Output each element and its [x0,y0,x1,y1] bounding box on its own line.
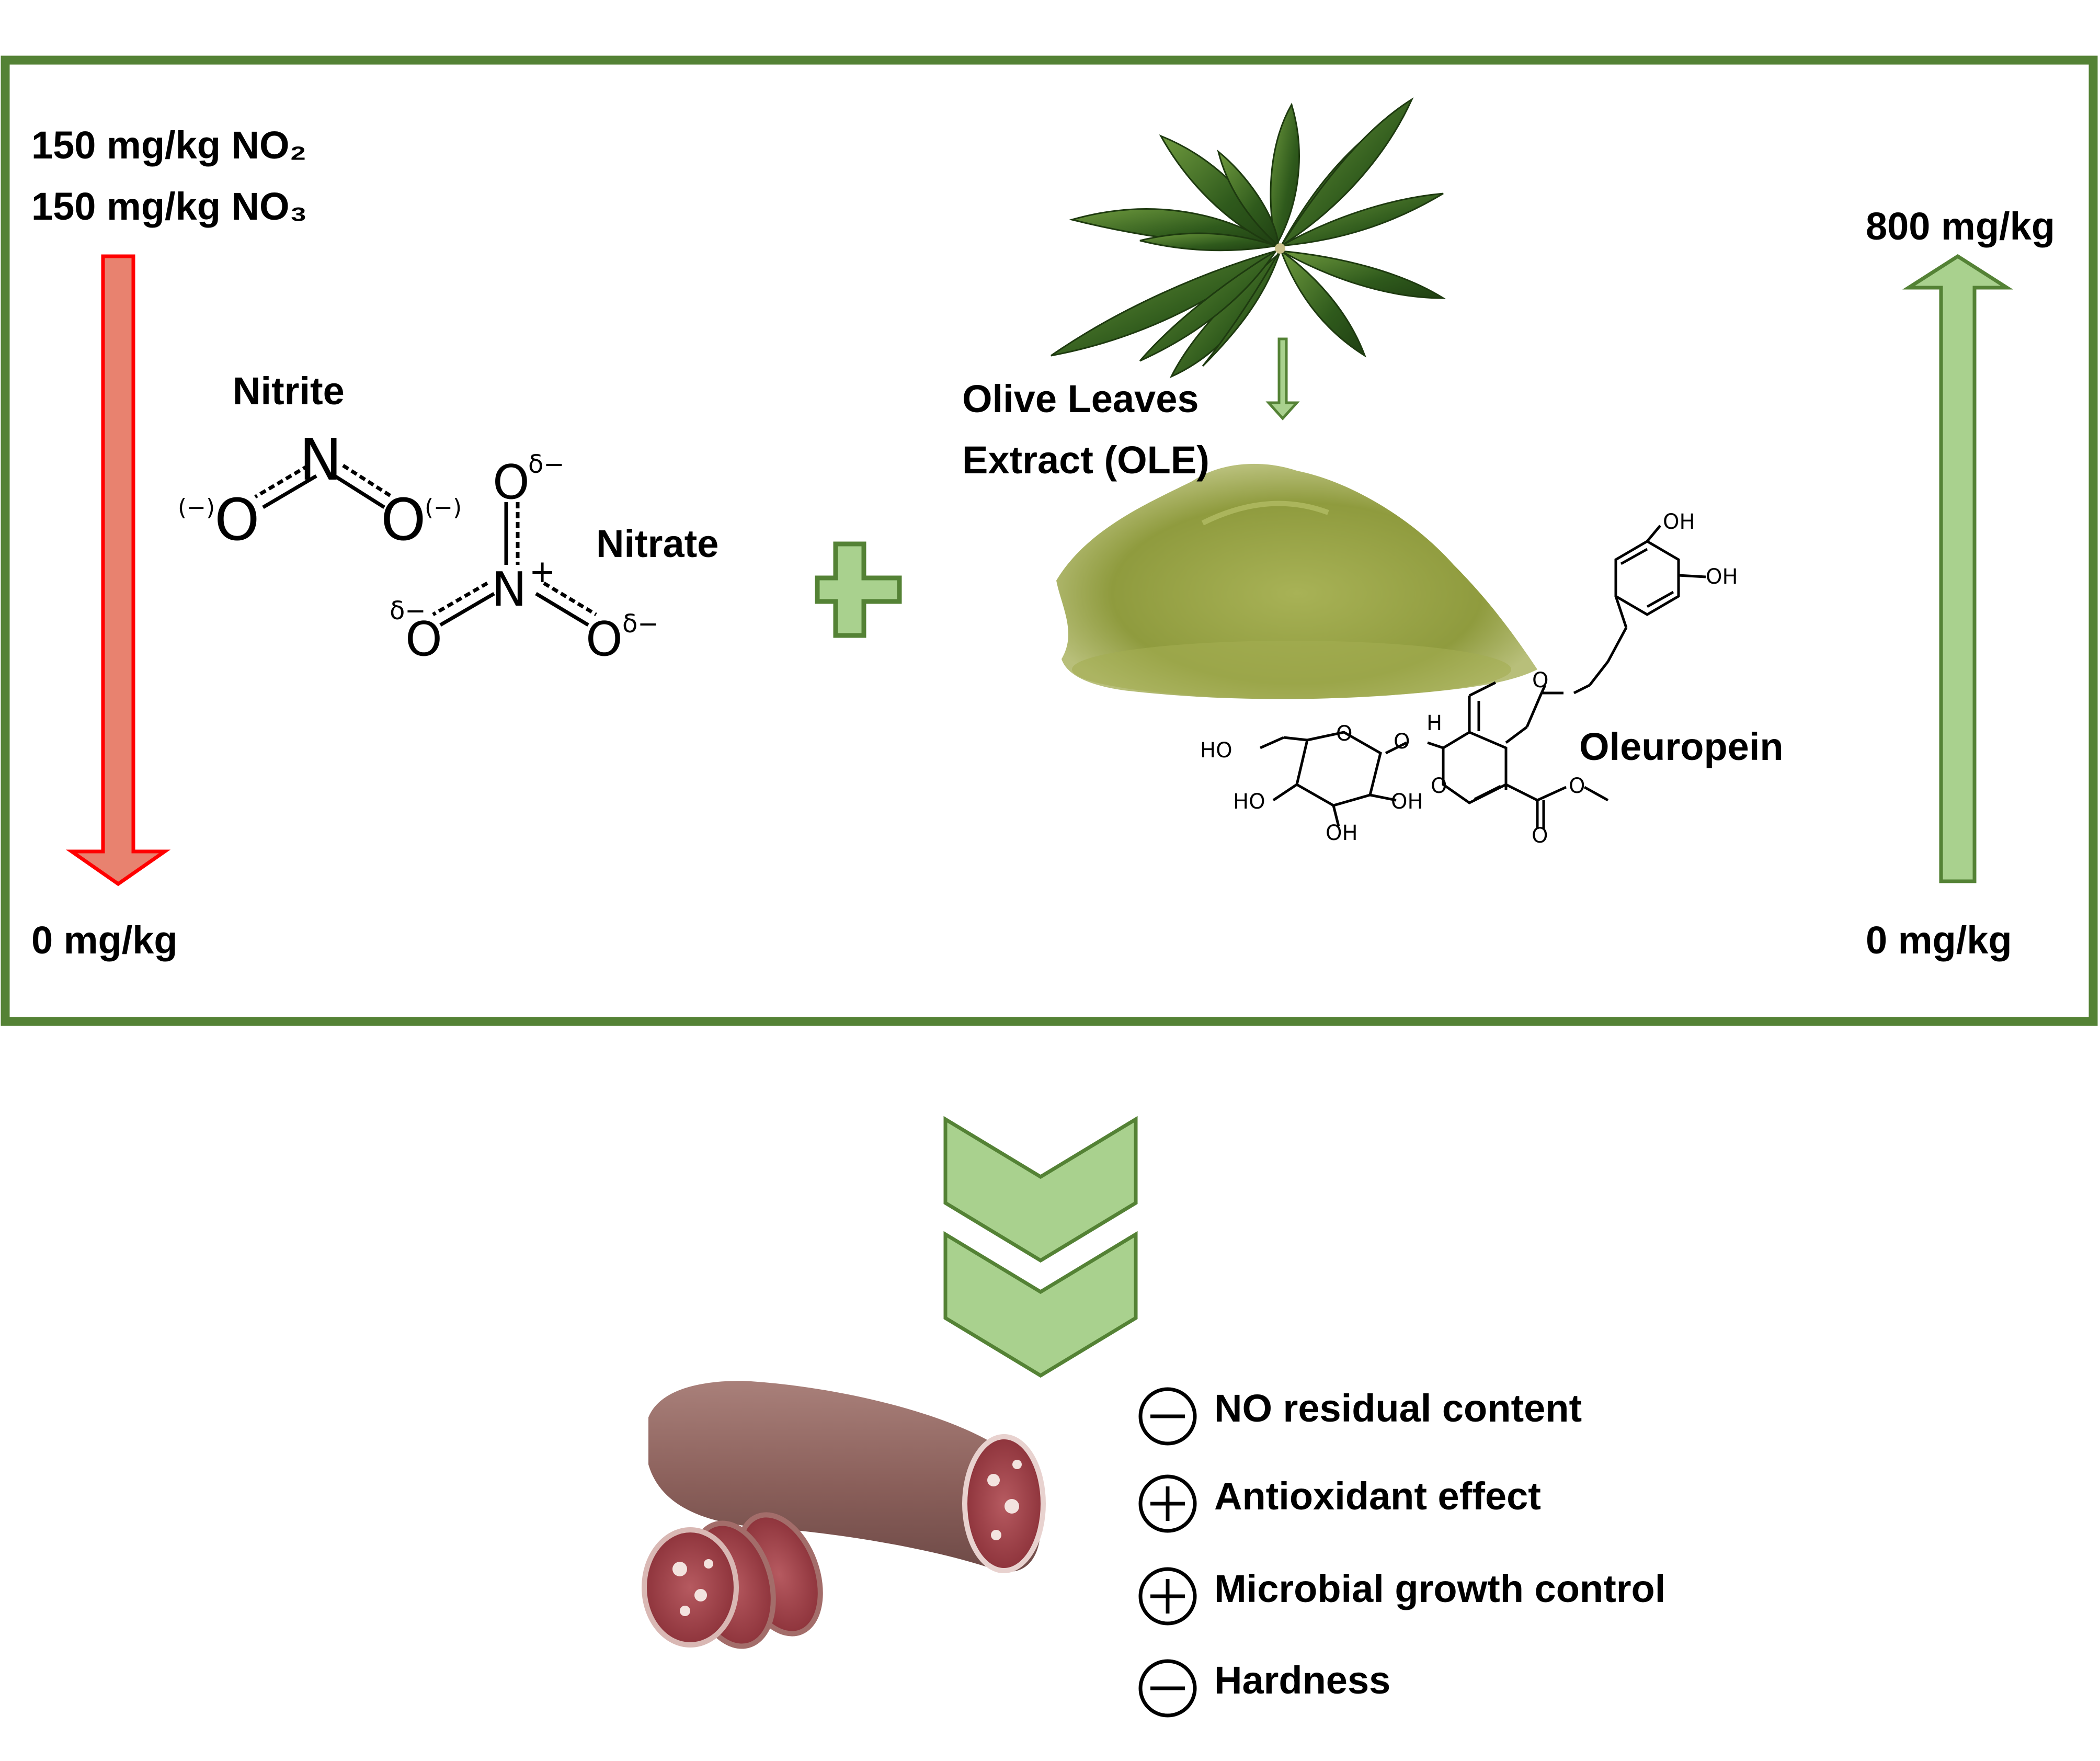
ole-label-line2: Extract (OLE) [962,438,1209,482]
nitrite-name: Nitrite [233,369,345,413]
oleuropein-atom-o-1: O [1336,722,1353,746]
ole-label-line1: Olive Leaves [962,377,1199,421]
minus-circle-icon-1 [1138,1387,1197,1446]
nitrite-n-atom: N [299,426,343,493]
leaf-bud [1275,243,1285,254]
oleuropein-group-oh-4: OH [1326,821,1358,845]
left-bottom-label: 0 mg/kg [31,918,178,962]
nitrite-structure [254,463,393,509]
nitrite-o-atom-right: O [381,486,426,553]
increase-arrow [1902,254,2013,883]
frame-border [1,55,2098,1026]
ole-powder-image [1056,463,1537,699]
outcome-antioxidant: Antioxidant effect [1214,1474,1541,1518]
plus-circle-icon-2 [1138,1474,1197,1533]
oleuropein-atom-o-4: O [1532,668,1549,692]
chevron-upper [943,1116,1138,1263]
leaves-to-powder-arrow [1265,337,1300,421]
nitrate-charge-right: δ− [622,609,659,639]
oleuropein-structure [1259,525,1706,829]
oleuropein-name: Oleuropein [1579,725,1784,768]
nitrate-o-atom-left: O [405,612,442,667]
oleuropein-atom-o-2: O [1394,730,1410,754]
nitrate-structure [432,502,597,627]
nitrate-n-charge: + [529,553,556,590]
plus-sign [815,541,902,638]
nitrate-charge-left: δ− [390,596,426,626]
oleuropein-atom-o-3: O [1431,774,1447,798]
oleuropein-group-oh-right: OH [1706,565,1738,589]
outcome-hardness: Hardness [1214,1658,1391,1702]
nitrate-charge-top: δ− [528,450,565,479]
oleuropein-group-oh-3: OH [1391,790,1423,814]
plus-circle-icon-3 [1138,1567,1197,1626]
nitrite-charge-right: (−) [425,494,462,521]
minus-circle-icon-4 [1138,1659,1197,1718]
salami-image [642,1381,1046,1649]
oleuropein-atom-o-5: O [1569,774,1585,798]
nitrite-charge-left: (−) [178,494,215,521]
oleuropein-group-ho-2: HO [1233,790,1265,814]
right-bottom-label: 0 mg/kg [1866,918,2012,962]
nitrate-n-atom: N [492,562,527,617]
chevron-lower [943,1231,1138,1378]
outcome-microbial: Microbial growth control [1214,1567,1666,1610]
oleuropein-group-oh-top: OH [1663,510,1695,534]
nitrite-o-atom-left: O [214,486,260,553]
nitrite-dose-label: 150 mg/kg NO₂ [31,123,307,167]
oleuropein-atom-h: H [1426,711,1443,735]
decrease-arrow [65,254,171,887]
right-top-label: 800 mg/kg [1866,204,2055,248]
nitrate-o-atom-top: O [493,455,530,510]
oleuropein-group-ho-1: HO [1200,739,1232,763]
nitrate-o-atom-right: O [586,612,623,667]
outcome-no-residual: NO residual content [1214,1387,1582,1430]
olive-leaves-image [1051,97,1446,379]
oleuropein-atom-o-6: O [1532,824,1548,848]
nitrate-dose-label: 150 mg/kg NO₃ [31,185,307,228]
nitrate-name: Nitrate [596,522,719,565]
